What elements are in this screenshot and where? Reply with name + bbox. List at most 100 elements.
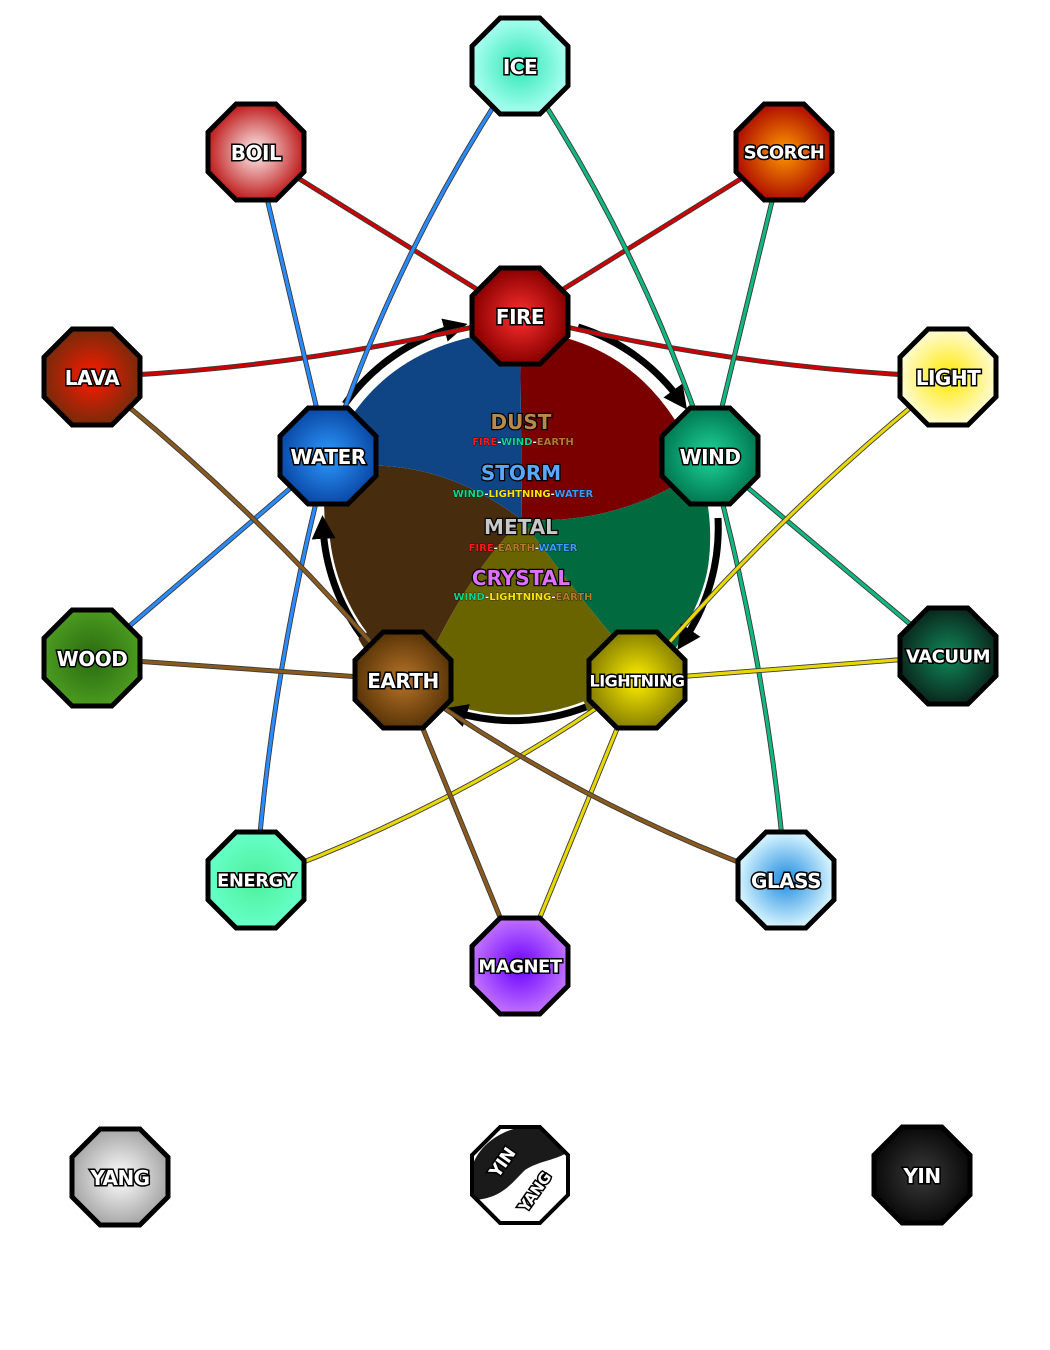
combination-part: WIND: [453, 592, 485, 603]
energy-octagon: [205, 829, 307, 931]
lightning-octagon: [586, 629, 688, 731]
node-glass[interactable]: GLASS: [735, 829, 837, 931]
node-magnet[interactable]: MAGNET: [469, 915, 571, 1017]
combination-part: LIGHTNING: [488, 489, 550, 500]
vacuum-label: VACUUM: [906, 647, 990, 668]
link-fire-lava: [91, 314, 521, 379]
node-vacuum[interactable]: VACUUM: [897, 605, 999, 707]
node-wind[interactable]: WIND: [659, 405, 761, 507]
energy-label: ENERGY: [217, 871, 296, 892]
light-octagon: [897, 326, 999, 428]
water-label: WATER: [290, 445, 365, 469]
magnet-octagon: [469, 915, 571, 1017]
fire-octagon: [469, 265, 571, 367]
link-earth-glass: [402, 678, 787, 882]
lava-label: LAVA: [65, 366, 120, 390]
cycle-arrow-lightning-to-earth: [443, 703, 588, 727]
combination-name: DUST: [491, 410, 552, 434]
cycle-pie: [324, 330, 711, 721]
water-octagon: [277, 405, 379, 507]
sector-wind: [522, 470, 711, 680]
earth-octagon: [352, 629, 454, 731]
link-lightning-energy: [255, 678, 638, 882]
node-boil[interactable]: BOIL: [205, 101, 307, 203]
node-water[interactable]: WATER: [277, 405, 379, 507]
link-water-ice: [326, 65, 522, 457]
combination-part: -: [551, 592, 555, 603]
combination-part: -: [494, 543, 498, 554]
boil-label: BOIL: [231, 141, 282, 165]
combination-part: FIRE: [472, 437, 497, 448]
node-fire[interactable]: FIRE: [469, 265, 571, 367]
combination-part: EARTH: [556, 592, 593, 603]
combination-part: FIRE: [469, 543, 494, 554]
wood-label: WOOD: [57, 647, 128, 671]
earth-label: EARTH: [367, 669, 439, 693]
combination-parts: FIRE-EARTH-WATER: [469, 543, 578, 554]
combination-part: -: [497, 437, 501, 448]
node-yinyang[interactable]: YIN YANG: [470, 1125, 570, 1225]
combination-part: EARTH: [537, 437, 574, 448]
magnet-label: MAGNET: [478, 957, 562, 978]
node-wood[interactable]: WOOD: [41, 607, 143, 709]
yang-octagon: [69, 1126, 171, 1228]
link-water-energy: [254, 455, 330, 881]
light-label: LIGHT: [916, 366, 981, 390]
lava-octagon: [41, 326, 143, 428]
combination-part: WATER: [554, 489, 593, 500]
lightning-label: LIGHTNING: [590, 672, 685, 691]
combination-part: -: [484, 489, 488, 500]
yin-label: YIN: [902, 1164, 940, 1188]
combination-list: DUSTFIRE-WIND-EARTHSTORMWIND-LIGHTNING-W…: [452, 409, 594, 604]
ice-octagon: [469, 15, 571, 117]
scorch-octagon: [733, 101, 835, 203]
fire-label: FIRE: [496, 305, 544, 329]
node-yang[interactable]: YANG: [69, 1126, 171, 1228]
combination-part: -: [551, 489, 555, 500]
link-wind-glass: [708, 455, 788, 881]
node-lava[interactable]: LAVA: [41, 326, 143, 428]
node-energy[interactable]: ENERGY: [205, 829, 307, 931]
wind-label: WIND: [680, 445, 741, 469]
combination-parts: WIND-LIGHTNING-WATER: [453, 489, 594, 500]
combination-name: STORM: [481, 461, 561, 485]
combination-part: WATER: [539, 543, 578, 554]
node-earth[interactable]: EARTH: [352, 629, 454, 731]
link-wind-ice: [518, 65, 712, 457]
yin-octagon: [871, 1124, 973, 1226]
sector-water: [325, 330, 522, 520]
link-earth-lava: [91, 375, 405, 682]
combination-part: WIND: [501, 437, 533, 448]
glass-label: GLASS: [751, 869, 821, 893]
sector-fire: [520, 330, 700, 521]
node-scorch[interactable]: SCORCH: [733, 101, 835, 203]
link-lightning-light: [635, 375, 949, 682]
wood-octagon: [41, 607, 143, 709]
combination-name: METAL: [484, 515, 558, 539]
ice-label: ICE: [503, 55, 537, 79]
combination-part: EARTH: [498, 543, 535, 554]
node-light[interactable]: LIGHT: [897, 326, 999, 428]
combination-part: WIND: [453, 489, 485, 500]
combination-name: CRYSTAL: [472, 566, 570, 590]
glass-octagon: [735, 829, 837, 931]
scorch-label: SCORCH: [744, 143, 825, 164]
combination-part: -: [535, 543, 539, 554]
yang-label: YANG: [89, 1166, 149, 1190]
node-yin[interactable]: YIN: [871, 1124, 973, 1226]
combination-part: -: [533, 437, 537, 448]
boil-octagon: [205, 101, 307, 203]
wind-octagon: [659, 405, 761, 507]
combination-parts: WIND-LIGHTNING-EARTH: [453, 592, 592, 603]
cycle-arrow-wind-to-lightning: [677, 517, 722, 650]
node-ice[interactable]: ICE: [469, 15, 571, 117]
vacuum-octagon: [897, 605, 999, 707]
node-lightning[interactable]: LIGHTNING: [586, 629, 688, 731]
combination-part: LIGHTNING: [489, 592, 551, 603]
